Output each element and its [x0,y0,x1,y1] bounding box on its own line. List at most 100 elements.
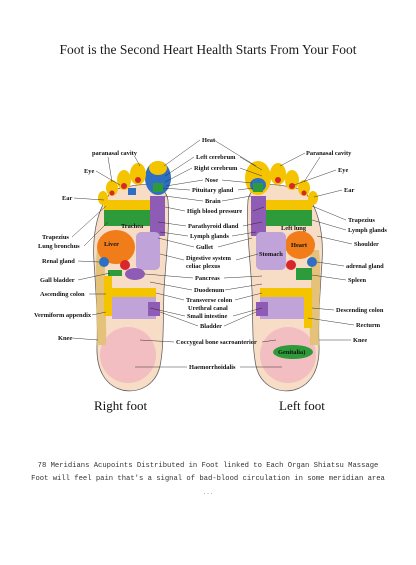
caption-line-2: Foot will feel pain that's a signal of b… [31,475,385,483]
left-toe-3 [285,170,299,190]
leader-line [311,205,347,221]
center-labels: Heat Left cerebrum Right cerebrum Nose P… [135,137,282,371]
right-trapezius-band [104,200,152,210]
caption-line-1: 78 Meridians Acupoints Distributed in Fo… [37,462,379,470]
trapezius-left-label: Trapezius [348,217,375,224]
leader-line [149,281,263,291]
right-big-toe-tip [149,161,167,175]
right-lung-zone [104,210,150,226]
celiac-plexus-label: celiac plexus [186,263,221,270]
vermiform-appendix-label: Vermiform appendix [34,312,92,319]
left-adrenal-gland [307,257,317,267]
right-neck-zone [150,196,165,236]
right-toe-base-square [128,188,136,195]
ear-left-label: Ear [344,187,354,194]
leader-line [311,219,347,231]
coccygeal-label: Coccygeal bone sacroanterior [176,339,257,346]
left-spleen-zone [296,268,312,280]
renal-gland-label: Renal gland [42,258,75,265]
trachea-label: Trachea [121,223,144,230]
left-heart-zone [285,231,315,259]
leader-line [95,170,121,186]
stomach-label: Stomach [259,251,283,258]
eye-right-label: Eye [84,168,94,175]
left-toe-2 [270,163,286,185]
left-small-intestine [260,297,304,319]
right-heel-zone [100,327,156,383]
leader-line [279,152,321,183]
pituitary-gland-label: Pituitary gland [192,187,234,194]
transverse-colon-label: Transverse colon [186,297,233,304]
leader-line [159,311,257,327]
right-pituitary-square [153,183,163,192]
lymph-glands-center-label: Lymph glands [190,233,229,240]
left-lung-label: Left lung [281,225,307,232]
leader-line [311,274,347,281]
right-cerebrum-label: Right cerebrum [194,165,238,172]
haemorrhoidalis-label: Haemorrhoidalis [189,364,236,371]
high-blood-pressure-label: High blood pressure [187,208,242,215]
left-pituitary-square [253,183,263,192]
leader-line [163,139,257,167]
liver-label: Liver [104,241,119,248]
gall-bladder-label: Gall bladder [40,277,75,284]
leader-line [316,235,353,245]
left-outer-band [309,250,321,345]
leader-line [71,337,99,341]
leader-line [313,189,343,198]
digestive-system-label: Digestive system [186,255,232,262]
leader-line [307,317,355,326]
nose-label: Nose [205,177,218,184]
leader-line [77,260,100,263]
leader-line [107,156,141,183]
gullet-label: Gullet [196,244,214,251]
ear-right-label: Ear [62,195,72,202]
leader-line [139,339,277,343]
trapezius-right-label: Trapezius [42,234,69,241]
shoulder-label: Shoulder [354,241,379,248]
knee-right-label: Knee [58,335,72,342]
lymph-glands-left-label: Lymph glands [348,227,387,234]
leader-line [164,206,265,212]
paranasal-cavity-right-label: paranasal cavity [92,150,138,157]
left-toe-dot [289,183,295,189]
caption-line-3: ... [202,489,214,496]
right-ascending-colon [104,276,112,316]
duodenum-label: Duodenum [194,287,225,294]
right-foot-title: Right foot [94,398,147,413]
left-toe-dot [301,190,307,196]
leader-line [311,307,335,311]
right-toe-dot [121,183,127,189]
right-outer-band [95,250,107,345]
leader-line [164,195,252,202]
right-toe-2 [130,163,146,185]
left-descending-colon [304,288,312,328]
leader-line [162,187,254,191]
leader-line [77,272,111,281]
heat-label: Heat [202,137,216,144]
leader-line [159,253,259,261]
left-transverse-colon [260,288,312,297]
leader-line [159,231,257,237]
recturm-label: Recturm [356,322,381,329]
leader-line [149,307,263,317]
parathyroid-label: Parathyroid dland [188,223,239,230]
leader-line [293,169,337,186]
left-neck-zone [251,196,266,236]
eye-left-label: Eye [338,167,348,174]
lung-bronchus-label: Lung bronchus [38,243,80,250]
right-transverse-colon [104,288,156,297]
left-genitalia-zone [273,345,313,359]
right-foot: Liver Trachea [93,161,171,392]
left-cerebrum-label: Left cerebrum [196,154,236,161]
bladder-label: Bladder [200,323,222,330]
descending-colon-label: Descending colon [336,307,384,314]
leader-line [164,156,263,177]
leader-line [165,179,253,187]
outer-right-labels: Paranasal cavity Eye Ear Trapezius Lymph… [279,150,387,344]
brain-label: Brain [205,198,221,205]
left-foot-title: Left foot [279,398,325,413]
leader-line [83,221,109,247]
